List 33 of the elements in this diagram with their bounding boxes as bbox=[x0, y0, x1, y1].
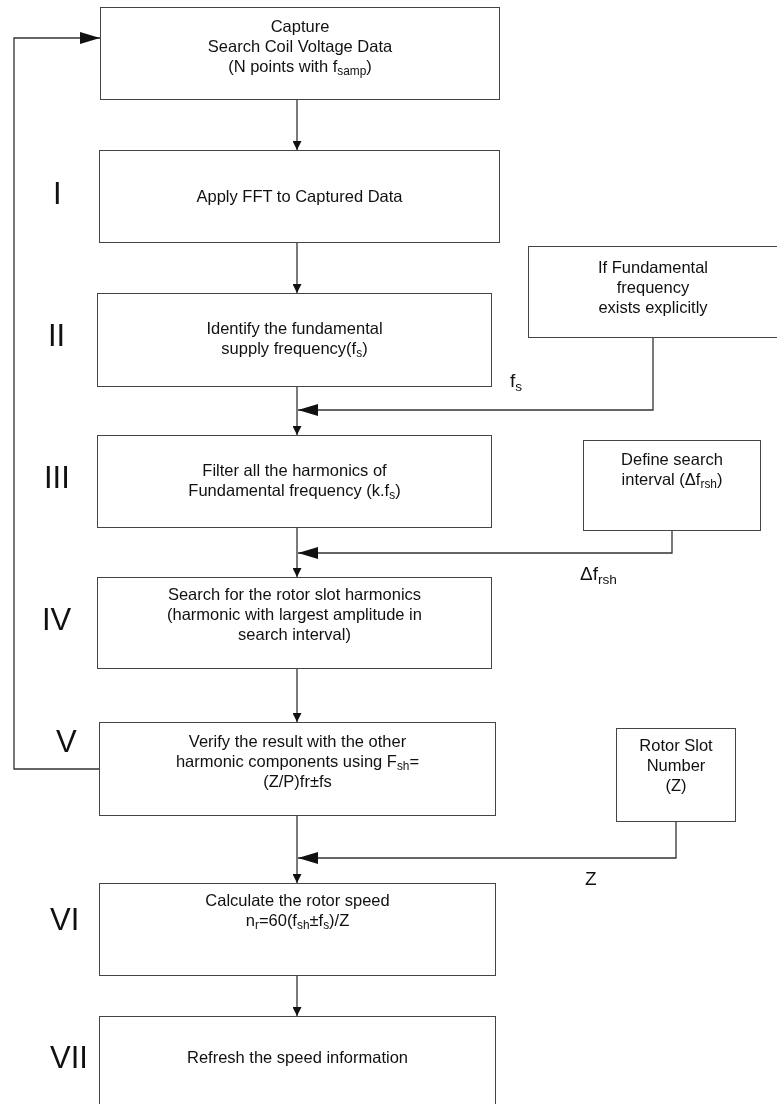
step-text: Search Coil Voltage Data (N points with f$_{samp}$) bbox=[206, 36, 394, 77]
process-box bbox=[99, 883, 496, 976]
step-numeral: VII bbox=[50, 1040, 88, 1076]
step-text: Rotor Slot Number (Z) bbox=[638, 735, 714, 796]
step-numeral: VI bbox=[50, 902, 80, 938]
step-text: Identify the fundamental supply frequency(f$_{s}$) bbox=[205, 318, 384, 359]
process-box bbox=[97, 293, 492, 387]
step-text: Apply FFT to Captured Data bbox=[195, 186, 404, 207]
process-box bbox=[99, 1016, 496, 1104]
step-numeral: I bbox=[53, 176, 62, 212]
step-numeral: II bbox=[48, 318, 66, 354]
step-text: Filter all the harmonics of Fundamental frequency (k.f$_{s}$) bbox=[187, 460, 402, 501]
step-text: Capture bbox=[269, 16, 331, 37]
process-box bbox=[99, 722, 496, 816]
step-text: Calculate the rotor speed n$_{r}$=60(f$_{sh}$±f$_{s}$)/Z bbox=[204, 890, 391, 931]
step-text: Define search interval (Δf$_{rsh}$) bbox=[620, 449, 724, 490]
edge-label: Δf$_{rsh}$ bbox=[580, 563, 617, 585]
process-box bbox=[97, 577, 492, 669]
edge-label: f$_{s}$ bbox=[510, 370, 523, 392]
process-box bbox=[616, 728, 736, 822]
step-numeral: V bbox=[56, 724, 77, 760]
step-text: If Fundamental frequency exists explicitly bbox=[596, 257, 710, 318]
edge-label: Z bbox=[585, 868, 597, 890]
step-numeral: III bbox=[44, 460, 70, 496]
step-text: Refresh the speed information bbox=[185, 1047, 409, 1068]
process-box bbox=[97, 435, 492, 528]
step-numeral: IV bbox=[42, 602, 72, 638]
process-box bbox=[583, 440, 761, 531]
process-box bbox=[100, 7, 500, 100]
process-box bbox=[99, 150, 500, 243]
process-box bbox=[528, 246, 777, 338]
step-text: Search for the rotor slot harmonics (harmonic with largest amplitude in search interval) bbox=[166, 584, 423, 645]
step-text: Verify the result with the other harmonic components using F$_{sh}$=(Z/P)fr±fs bbox=[174, 731, 421, 792]
